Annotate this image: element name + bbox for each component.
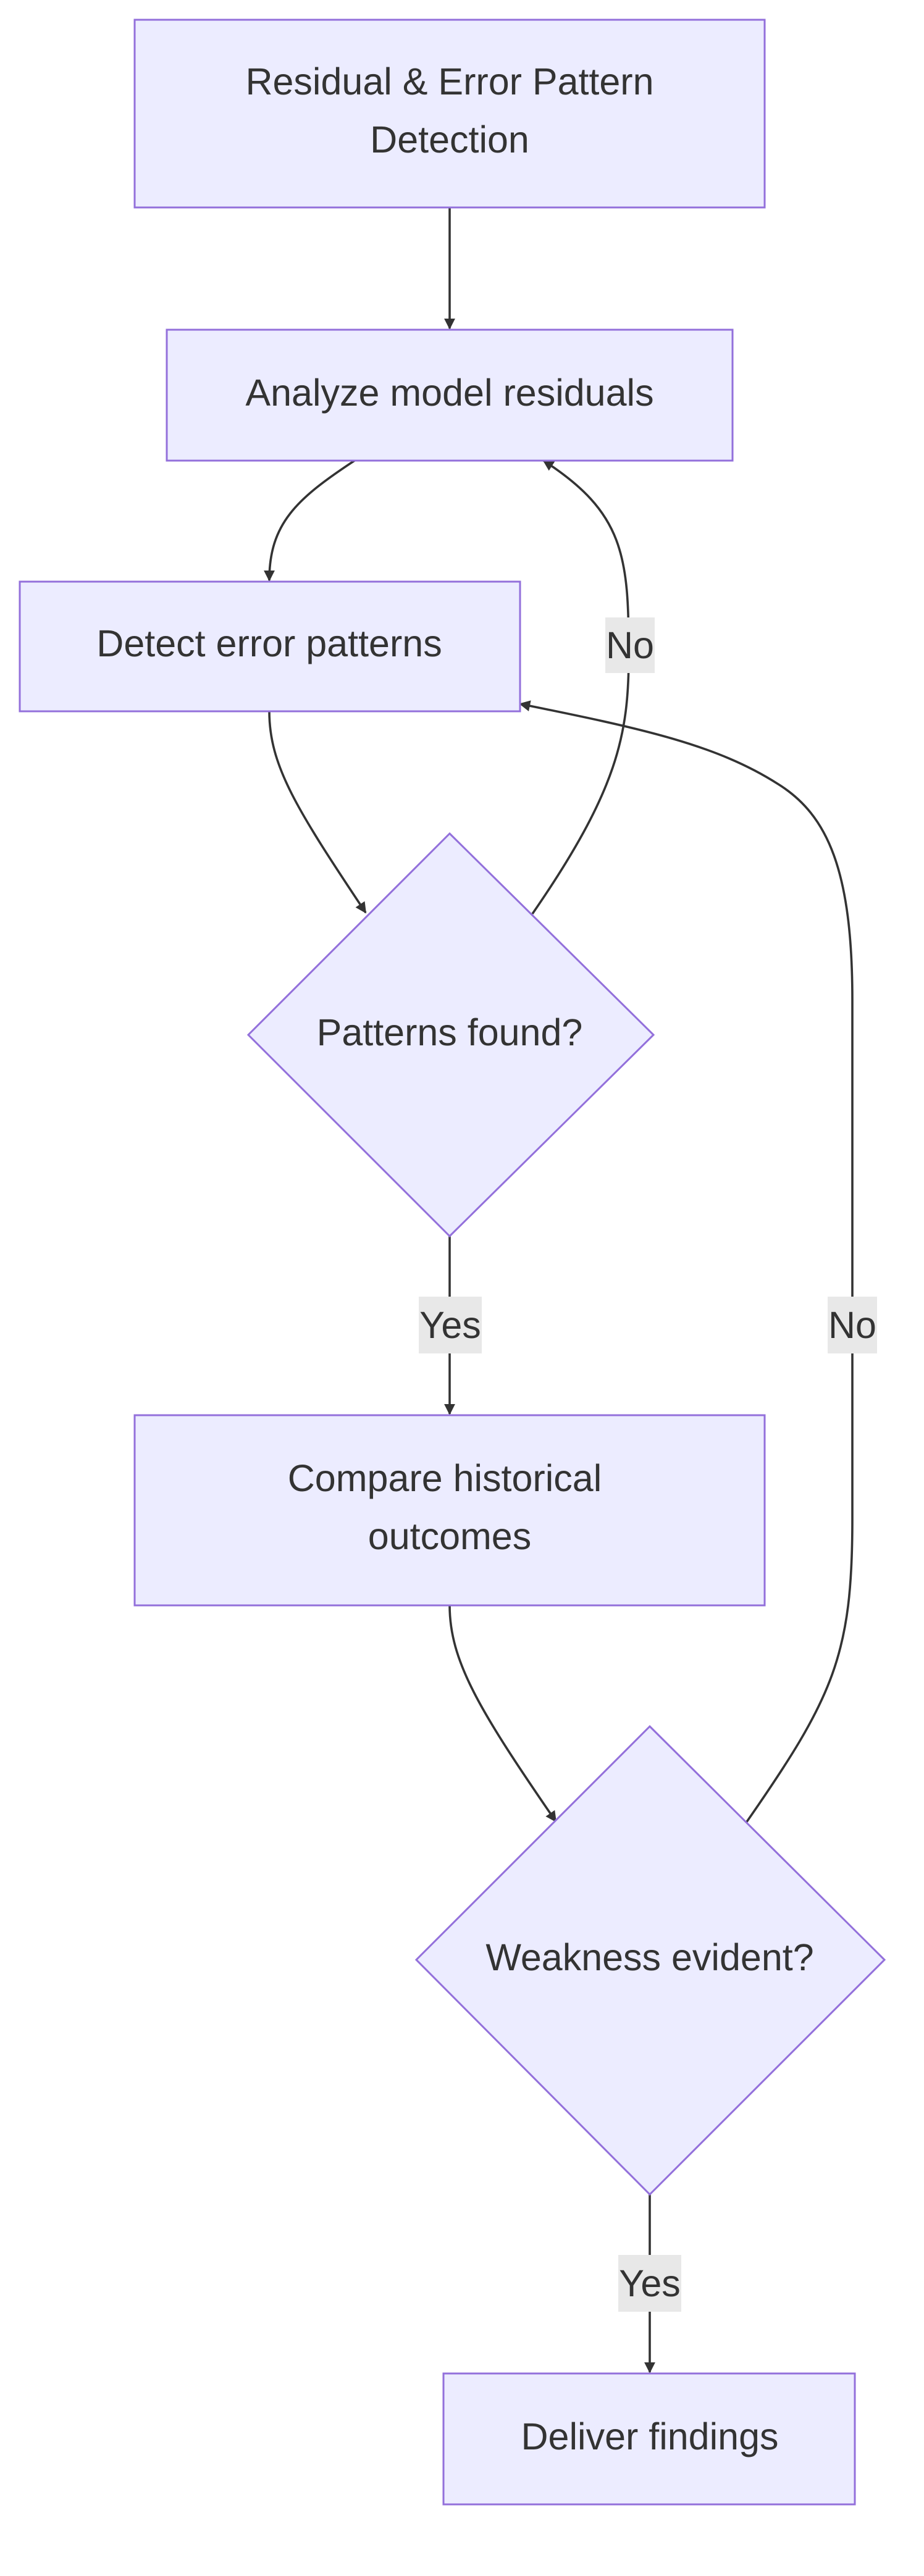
node-label-line-2: Detection <box>370 119 529 161</box>
edge-labels: No Yes No Yes <box>419 617 877 2312</box>
edge-label-text: Yes <box>619 2262 681 2304</box>
node-label-line-1: Residual & Error Pattern <box>245 61 653 102</box>
node-residual-error-detection: Residual & Error Pattern Detection <box>133 19 766 209</box>
edge-label-weakness-no: No <box>828 1297 877 1353</box>
edge-label-weakness-yes: Yes <box>618 2255 681 2312</box>
node-label: Weakness evident? <box>485 1936 813 1978</box>
edge-compare-to-weakness <box>448 1605 557 1823</box>
node-label: Detect error patterns <box>96 622 442 664</box>
node-compare-historical: Compare historical outcomes <box>133 1414 766 1607</box>
node-analyze-residuals: Analyze model residuals <box>166 328 734 462</box>
edge-label-patterns-no: No <box>605 617 655 673</box>
edge-weakness-no-to-detect <box>519 700 854 1824</box>
node-detect-error-patterns: Detect error patterns <box>19 580 521 713</box>
node-label-line-2: outcomes <box>368 1515 531 1557</box>
edge-label-text: Yes <box>419 1304 481 1346</box>
edge-patterns-no-to-analyze <box>531 459 630 915</box>
edge-label-text: No <box>606 624 654 666</box>
node-weakness-evident-decision: Weakness evident? <box>414 1725 886 2196</box>
node-label: Patterns found? <box>317 1011 583 1053</box>
node-deliver-findings: Deliver findings <box>442 2372 856 2506</box>
node-label: Deliver findings <box>521 2415 778 2457</box>
edge-label-text: No <box>828 1304 876 1346</box>
node-patterns-found-decision: Patterns found? <box>246 832 655 1238</box>
nodes: Residual & Error Pattern Detection Analy… <box>19 19 886 2506</box>
node-label-line-1: Compare historical <box>288 1457 602 1499</box>
edge-detect-to-patterns <box>268 711 367 914</box>
edge-label-patterns-yes: Yes <box>419 1297 482 1353</box>
edge-analyze-to-detect <box>264 459 355 582</box>
node-label: Analyze model residuals <box>245 372 653 414</box>
